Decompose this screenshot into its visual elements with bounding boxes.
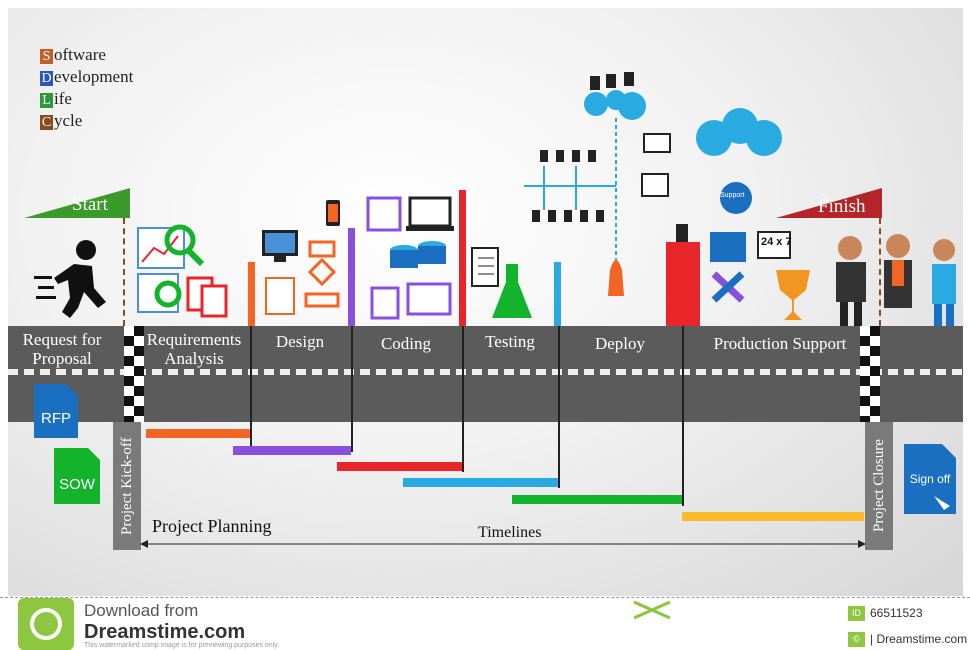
- phase-production-support: Production Support: [713, 334, 847, 353]
- watermark-note: This watermarked comp image is for previ…: [84, 642, 280, 649]
- start-pole: [123, 218, 127, 326]
- brand-text[interactable]: Dreamstime.com: [84, 621, 246, 643]
- project-planning-label: Project Planning: [152, 516, 272, 536]
- firewall-icon: [666, 224, 700, 328]
- start-flag-label: Start: [72, 194, 108, 215]
- testing-icons: [471, 247, 532, 318]
- timelines-label: Timelines: [478, 524, 542, 541]
- deploy-divider: [554, 262, 561, 326]
- signoff-document-icon: [904, 444, 956, 514]
- phase-testing: Testing: [485, 332, 535, 351]
- gantt-line-coding: [351, 326, 353, 452]
- hours-label: 24 x 7: [761, 236, 792, 248]
- gantt-line-testing: [462, 326, 464, 472]
- finish-flag-label: Finish: [818, 196, 866, 217]
- analysis-icons: [137, 224, 228, 318]
- gantt-line-deploy: [558, 326, 560, 488]
- dreamstime-logo-icon: [18, 598, 74, 650]
- design-divider: [248, 262, 255, 326]
- coding-icons: [366, 196, 454, 320]
- gears-icon: [696, 108, 782, 156]
- footer-divider: [0, 597, 970, 598]
- gantt-bar-deploy: [512, 495, 682, 504]
- deploy-icons: [524, 72, 671, 296]
- project-kickoff-label: Project Kick-off: [113, 422, 141, 550]
- scissors-icon: [633, 600, 671, 620]
- road-dashes: [8, 369, 963, 375]
- gantt-bar-requirements: [146, 429, 250, 438]
- finish-pole: [879, 218, 883, 326]
- finish-flag-icon: [776, 188, 882, 218]
- testing-divider: [459, 190, 466, 326]
- rfp-label: RFP: [41, 410, 71, 427]
- sow-document-icon: [54, 448, 100, 504]
- gantt-bar-coding: [337, 462, 462, 471]
- gantt-line-production: [682, 326, 684, 506]
- runner-icon: [34, 240, 106, 318]
- gantt-bar-production: [682, 512, 864, 521]
- design-icons: [262, 200, 340, 315]
- rfp-document-icon: [34, 384, 78, 438]
- project-closure-label: Project Closure: [865, 422, 893, 550]
- support-label: Support: [720, 192, 745, 199]
- start-flag-icon: [24, 188, 130, 218]
- coding-divider: [348, 228, 355, 326]
- phase-coding: Coding: [380, 334, 432, 353]
- timeline-arrow: [140, 540, 866, 548]
- support-icons: [710, 182, 810, 320]
- gantt-bar-testing: [403, 478, 558, 487]
- start-checker: [124, 326, 144, 422]
- people-icon: [836, 234, 956, 328]
- phase-design: Design: [275, 332, 325, 351]
- finish-checker: [860, 326, 880, 422]
- signoff-label: Sign off: [909, 472, 951, 486]
- image-credit: ©| Dreamstime.com: [848, 632, 967, 648]
- sow-label: SOW: [59, 476, 95, 493]
- download-from-text: Download from: [84, 601, 199, 620]
- gantt-line-design: [250, 326, 252, 454]
- gantt-bar-design: [233, 446, 351, 455]
- phase-deploy: Deploy: [594, 334, 646, 353]
